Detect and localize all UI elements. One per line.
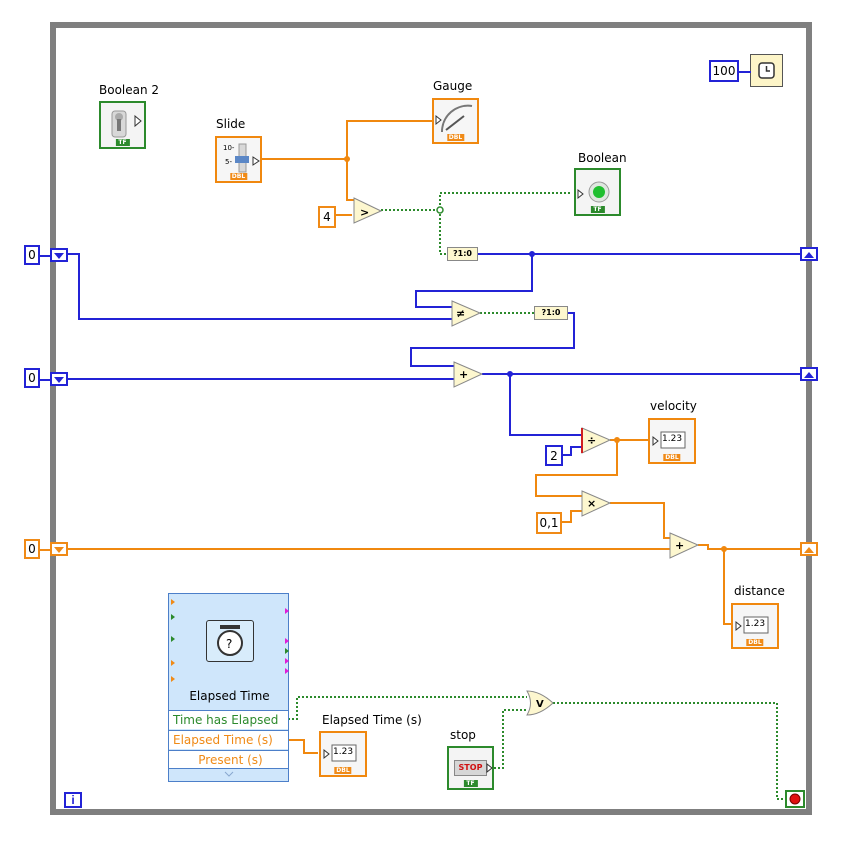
boolean-label: Boolean (578, 151, 627, 165)
numeric-indicator-icon (652, 431, 686, 449)
gauge-label: Gauge (433, 79, 473, 93)
shift-up-icon (804, 252, 814, 258)
boolean2-label: Boolean 2 (99, 83, 160, 97)
elapsed-time-indicator[interactable]: 1.23 DBL (319, 731, 367, 777)
tf-badge: TF (590, 206, 605, 213)
loop-condition-terminal[interactable] (785, 790, 805, 808)
svg-text:?: ? (226, 637, 232, 651)
numeric-indicator-text: 1.23 (662, 434, 683, 444)
multiply-node: × (581, 490, 612, 517)
shift-register-right-3[interactable] (800, 542, 818, 556)
gauge-icon (435, 104, 473, 133)
divisor-constant[interactable]: 2 (545, 445, 563, 466)
shift-register-right-1[interactable] (800, 247, 818, 261)
led-icon (577, 181, 610, 203)
numeric-indicator-text: 1.23 (333, 747, 354, 757)
shift-down-icon (54, 377, 64, 383)
wait-constant[interactable]: 100 (709, 60, 739, 82)
clock-icon (758, 62, 775, 79)
toggle-switch-icon (111, 110, 142, 138)
svg-text:10-: 10- (223, 144, 235, 152)
boolean-terminal[interactable]: TF (574, 168, 621, 216)
shift-register-left-2[interactable] (50, 372, 68, 386)
wait-ms-icon[interactable] (750, 54, 783, 87)
distance-indicator[interactable]: 1.23 DBL (731, 603, 779, 649)
wait-wire (739, 71, 751, 73)
shift-up-icon (804, 372, 814, 378)
greater-than-node: > (353, 197, 383, 224)
wire-init-1 (40, 255, 50, 257)
svg-text:÷: ÷ (587, 434, 596, 447)
boolean2-terminal[interactable]: TF (99, 101, 146, 149)
dbl-badge: DBL (229, 173, 248, 180)
shift-down-icon (54, 547, 64, 553)
while-loop-frame[interactable] (50, 22, 812, 815)
chevron-down-icon (224, 771, 234, 777)
numeric-indicator-icon (323, 744, 357, 762)
shift-register-right-2[interactable] (800, 367, 818, 381)
dbl-badge: DBL (446, 134, 465, 141)
stop-button-terminal[interactable]: STOP TF (447, 746, 494, 790)
tf-badge: TF (463, 780, 478, 787)
numeric-indicator-text: 1.23 (745, 619, 766, 629)
iteration-terminal[interactable]: i (64, 792, 82, 808)
slide-label: Slide (216, 117, 246, 131)
velocity-label: velocity (650, 399, 697, 413)
shift-register-left-3[interactable] (50, 542, 68, 556)
output-arrow-icon (486, 763, 493, 773)
init-constant-1[interactable]: 0 (24, 245, 40, 265)
wire-init-2 (40, 379, 50, 381)
svg-text:V: V (536, 699, 544, 710)
present-output[interactable]: Present (s) (169, 750, 288, 769)
stop-if-true-icon (789, 793, 801, 805)
distance-label: distance (734, 584, 785, 598)
elapsed-time-title: Elapsed Time (189, 689, 270, 703)
gauge-terminal[interactable]: DBL (432, 98, 479, 144)
vi-resize-handle[interactable] (169, 768, 288, 781)
multiplier-constant[interactable]: 0,1 (536, 512, 562, 534)
svg-text:+: + (675, 539, 684, 552)
time-has-elapsed-output[interactable]: Time has Elapsed (169, 710, 288, 729)
add-node-2: + (669, 532, 700, 559)
numeric-indicator-icon (735, 616, 769, 634)
svg-text:+: + (459, 368, 468, 381)
init-constant-3[interactable]: 0 (24, 539, 40, 559)
not-equal-node: ≠ (451, 300, 482, 327)
stop-label: stop (450, 728, 476, 742)
wire-init-3 (40, 549, 50, 551)
elapsed-time-s-label: Elapsed Time (s) (322, 713, 422, 727)
or-node: V (526, 690, 554, 716)
svg-text:×: × (587, 497, 596, 510)
slider-icon: 10- 5- (223, 143, 260, 173)
velocity-indicator[interactable]: 1.23 DBL (648, 418, 696, 464)
init-constant-2[interactable]: 0 (24, 368, 40, 388)
dbl-badge: DBL (746, 639, 764, 646)
add-node: + (453, 361, 484, 388)
shift-register-left-1[interactable] (50, 248, 68, 262)
bool-to-int-node-2[interactable]: ?1:0 (534, 306, 568, 320)
dbl-badge: DBL (334, 767, 352, 774)
stop-button: STOP (454, 760, 487, 776)
elapsed-time-express-vi[interactable]: ? Elapsed Time Time has Elapsed Elapsed … (168, 593, 289, 782)
elapsed-time-output[interactable]: Elapsed Time (s) (169, 730, 288, 749)
stopwatch-icon: ? (206, 620, 254, 662)
compare-constant[interactable]: 4 (318, 206, 336, 228)
bool-to-int-node[interactable]: ?1:0 (447, 247, 478, 261)
divide-node: ÷ (581, 427, 612, 454)
dbl-badge: DBL (663, 454, 681, 461)
svg-text:>: > (360, 206, 369, 219)
shift-up-icon (804, 547, 814, 553)
tf-badge: TF (115, 139, 130, 146)
svg-text:5-: 5- (225, 158, 232, 166)
svg-text:≠: ≠ (456, 307, 465, 320)
vi-terminal-markers (171, 599, 289, 682)
shift-down-icon (54, 253, 64, 259)
slide-terminal[interactable]: 10- 5- DBL (215, 136, 262, 183)
